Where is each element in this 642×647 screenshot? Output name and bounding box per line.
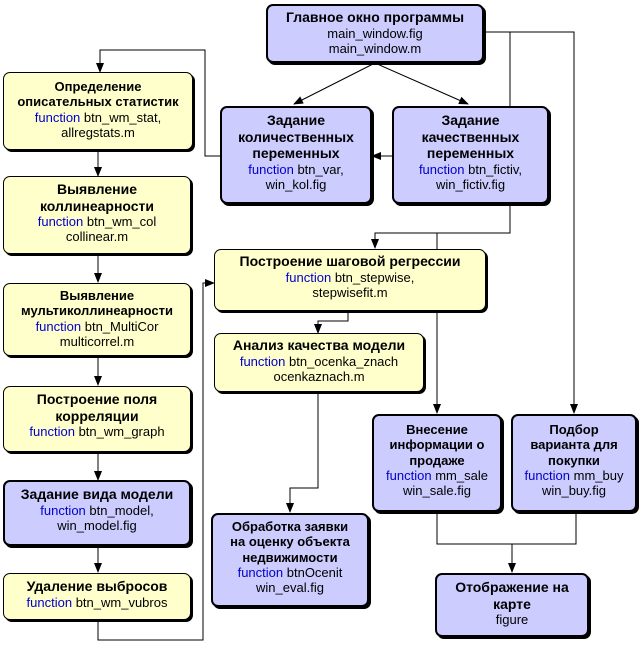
node-file: main_window.fig — [327, 25, 423, 41]
node-function: function mm_sale — [386, 467, 488, 483]
node-function: function btnOcenit — [237, 564, 343, 580]
node-title: информации о — [389, 437, 485, 453]
node-file: win_eval.fig — [256, 580, 324, 596]
node-title: недвижимости — [242, 549, 338, 565]
node-file: win_sale.fig — [403, 483, 471, 499]
arrow-vubros-stepwise — [97, 279, 215, 641]
node-title: Выявление — [56, 181, 137, 197]
node-file: win_fictiv.fig — [435, 176, 506, 192]
node-stepwise: Построение шаговой регрессии function bt… — [214, 249, 486, 311]
arrow-main-buy — [510, 31, 578, 414]
node-collinear: Выявление коллинеарности function btn_wm… — [3, 176, 191, 254]
node-title: продаже — [409, 452, 465, 468]
node-graph: Построение поля корреляции function btn_… — [3, 386, 191, 452]
node-stats: Определение описательных статистик funct… — [3, 72, 193, 150]
node-title: количественных — [238, 128, 354, 145]
node-title: описательных статистик — [17, 94, 179, 110]
node-multicor: Выявление мультиколлинеарности function … — [3, 283, 191, 356]
node-title: на оценку объекта — [230, 534, 350, 550]
arrow-stepwise-ocenka — [314, 311, 349, 334]
node-title: Подбор — [549, 422, 599, 437]
node-file: multicorrel.m — [59, 333, 135, 349]
node-file: ocenkaznach.m — [273, 368, 365, 384]
node-function: function mm_buy — [524, 467, 624, 483]
node-file: win_buy.fig — [541, 483, 607, 499]
node-title: покупки — [548, 452, 600, 468]
node-function: function btn_ocenka_znach — [239, 353, 399, 369]
node-file: figure — [495, 612, 529, 628]
node-file: allregstats.m — [61, 124, 135, 140]
node-map: Отображение на карте figure — [435, 573, 589, 637]
node-model: Задание вида модели function btn_model, … — [3, 480, 191, 546]
node-function: function btn_model, — [40, 502, 154, 518]
node-sale: Внесение информации о продаже function m… — [372, 414, 502, 512]
node-function: function btn_stepwise, — [285, 269, 415, 285]
node-fictiv: Задание качественных переменных function… — [392, 106, 549, 204]
node-file: win_kol.fig — [265, 176, 327, 192]
node-title: корреляции — [55, 407, 139, 424]
node-title: переменных — [426, 145, 515, 162]
arrow-kol-stats — [96, 49, 220, 157]
arrow-main-kol — [293, 62, 376, 105]
node-file: stepwisefit.m — [312, 284, 388, 300]
node-file: main_window.m — [328, 40, 422, 56]
node-title: Задание — [266, 112, 326, 128]
node-title: Удаление выбросов — [26, 578, 168, 594]
node-function: function btn_fictiv, — [418, 161, 523, 177]
node-function: function btn_var, — [248, 161, 344, 177]
arrow-sale-buy-merge — [436, 512, 577, 545]
node-title: Внесение — [406, 422, 468, 437]
node-title: переменных — [252, 145, 340, 162]
node-function: function btn_MultiCor — [35, 318, 159, 334]
node-title: Определение — [54, 79, 142, 94]
node-title: Задание вида модели — [20, 486, 174, 502]
arrow-ocenka-eval — [286, 392, 319, 513]
node-title: Главное окно программы — [285, 9, 465, 25]
node-buy: Подбор варианта для покупки function mm_… — [511, 414, 637, 512]
node-title: Обработка заявки — [231, 519, 349, 534]
node-eval: Обработка заявки на оценку объекта недви… — [211, 513, 369, 607]
node-function: function btn_wm_col — [37, 214, 157, 230]
node-title: Построение шаговой регрессии — [239, 253, 461, 269]
node-function: function btn_wm_stat, — [34, 109, 162, 125]
node-title: коллинеарности — [39, 197, 155, 214]
node-main-window: Главное окно программы main_window.fig m… — [266, 4, 484, 63]
node-file: win_model.fig — [57, 517, 137, 533]
node-vubros: Удаление выбросов function btn_wm_vubros — [3, 573, 191, 620]
node-title: Выявление — [59, 288, 135, 303]
node-title: Построение поля — [36, 391, 158, 407]
node-title: Отображение на — [455, 579, 569, 595]
arrow-main-sale — [433, 31, 511, 414]
node-title: качественных — [421, 128, 520, 145]
node-title: варианта для — [530, 437, 618, 453]
node-title: карте — [493, 595, 531, 612]
node-ocenka: Анализ качества модели function btn_ocen… — [214, 333, 424, 392]
arrow-main-fictiv — [374, 62, 469, 105]
node-kol: Задание количественных переменных functi… — [220, 106, 372, 204]
node-function: function btn_wm_vubros — [26, 594, 168, 610]
node-title: Задание — [441, 112, 500, 128]
node-function: function btn_wm_graph — [29, 424, 165, 440]
node-title: Анализ качества модели — [232, 337, 406, 353]
node-title: мультиколлинеарности — [21, 303, 173, 319]
node-file: collinear.m — [65, 229, 129, 245]
